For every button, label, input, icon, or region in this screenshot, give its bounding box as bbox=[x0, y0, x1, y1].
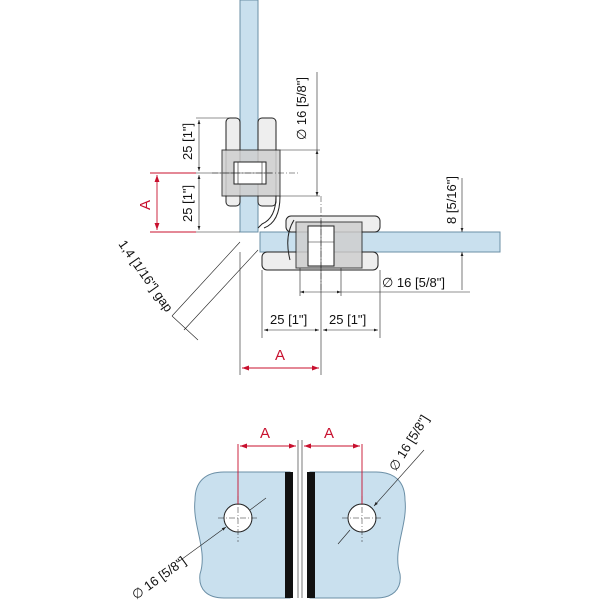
dim-label-h-left: 25 [1"] bbox=[270, 312, 307, 327]
svg-text:∅ 16 [5/8"]: ∅ 16 [5/8"] bbox=[386, 412, 432, 473]
dim-label-dia-front-left: ∅ 16 [5/8"] bbox=[129, 553, 189, 600]
svg-text:8 [5/16"]: 8 [5/16"] bbox=[444, 176, 459, 224]
dim-label-thickness: 8 [5/16"] bbox=[444, 176, 459, 224]
dim-label-dia-top: ∅ 16 [5/8"] bbox=[294, 77, 309, 140]
dim-label-v-upper: 25 [1"] bbox=[180, 123, 195, 160]
right-glass-panel bbox=[309, 471, 406, 599]
top-view: 25 [1"] 25 [1"] A ∅ 16 [5/8"] 8 [5/16"] bbox=[116, 0, 501, 375]
gasket-right bbox=[307, 472, 315, 598]
label-a-right: A bbox=[324, 425, 334, 442]
label-a-horizontal: A bbox=[275, 347, 285, 364]
gap-leader-lines bbox=[171, 241, 259, 341]
extension-lines-horizontal-dims bbox=[239, 252, 381, 375]
svg-text:25 [1"]: 25 [1"] bbox=[180, 123, 195, 160]
dim-label-gap: 1,4 [1/16"] gap bbox=[116, 237, 177, 315]
lower-hinge-body bbox=[261, 215, 381, 271]
dim-label-v-lower: 25 [1"] bbox=[180, 185, 195, 222]
svg-text:∅ 16 [5/8"]: ∅ 16 [5/8"] bbox=[129, 553, 189, 600]
label-a-vertical: A bbox=[137, 200, 154, 210]
dia-leader-left bbox=[177, 526, 227, 563]
dim-label-h-right: 25 [1"] bbox=[329, 312, 366, 327]
svg-text:1,4 [1/16"] gap: 1,4 [1/16"] gap bbox=[116, 237, 177, 315]
svg-text:∅ 16 [5/8"]: ∅ 16 [5/8"] bbox=[294, 77, 309, 140]
extension-lines-vertical-dims bbox=[150, 117, 240, 233]
label-a-left: A bbox=[260, 425, 270, 442]
left-glass-panel bbox=[194, 471, 291, 599]
gasket-left bbox=[285, 472, 293, 598]
front-view: A A ∅ 16 [5/8"] ∅ 16 [5/8"] bbox=[129, 412, 432, 600]
vertical-glass-panel bbox=[239, 0, 259, 233]
dia-leader-right bbox=[373, 449, 425, 507]
svg-text:25 [1"]: 25 [1"] bbox=[180, 185, 195, 222]
dim-label-dia-front-right: ∅ 16 [5/8"] bbox=[386, 412, 432, 473]
dim-label-dia-right: ∅ 16 [5/8"] bbox=[382, 275, 445, 290]
